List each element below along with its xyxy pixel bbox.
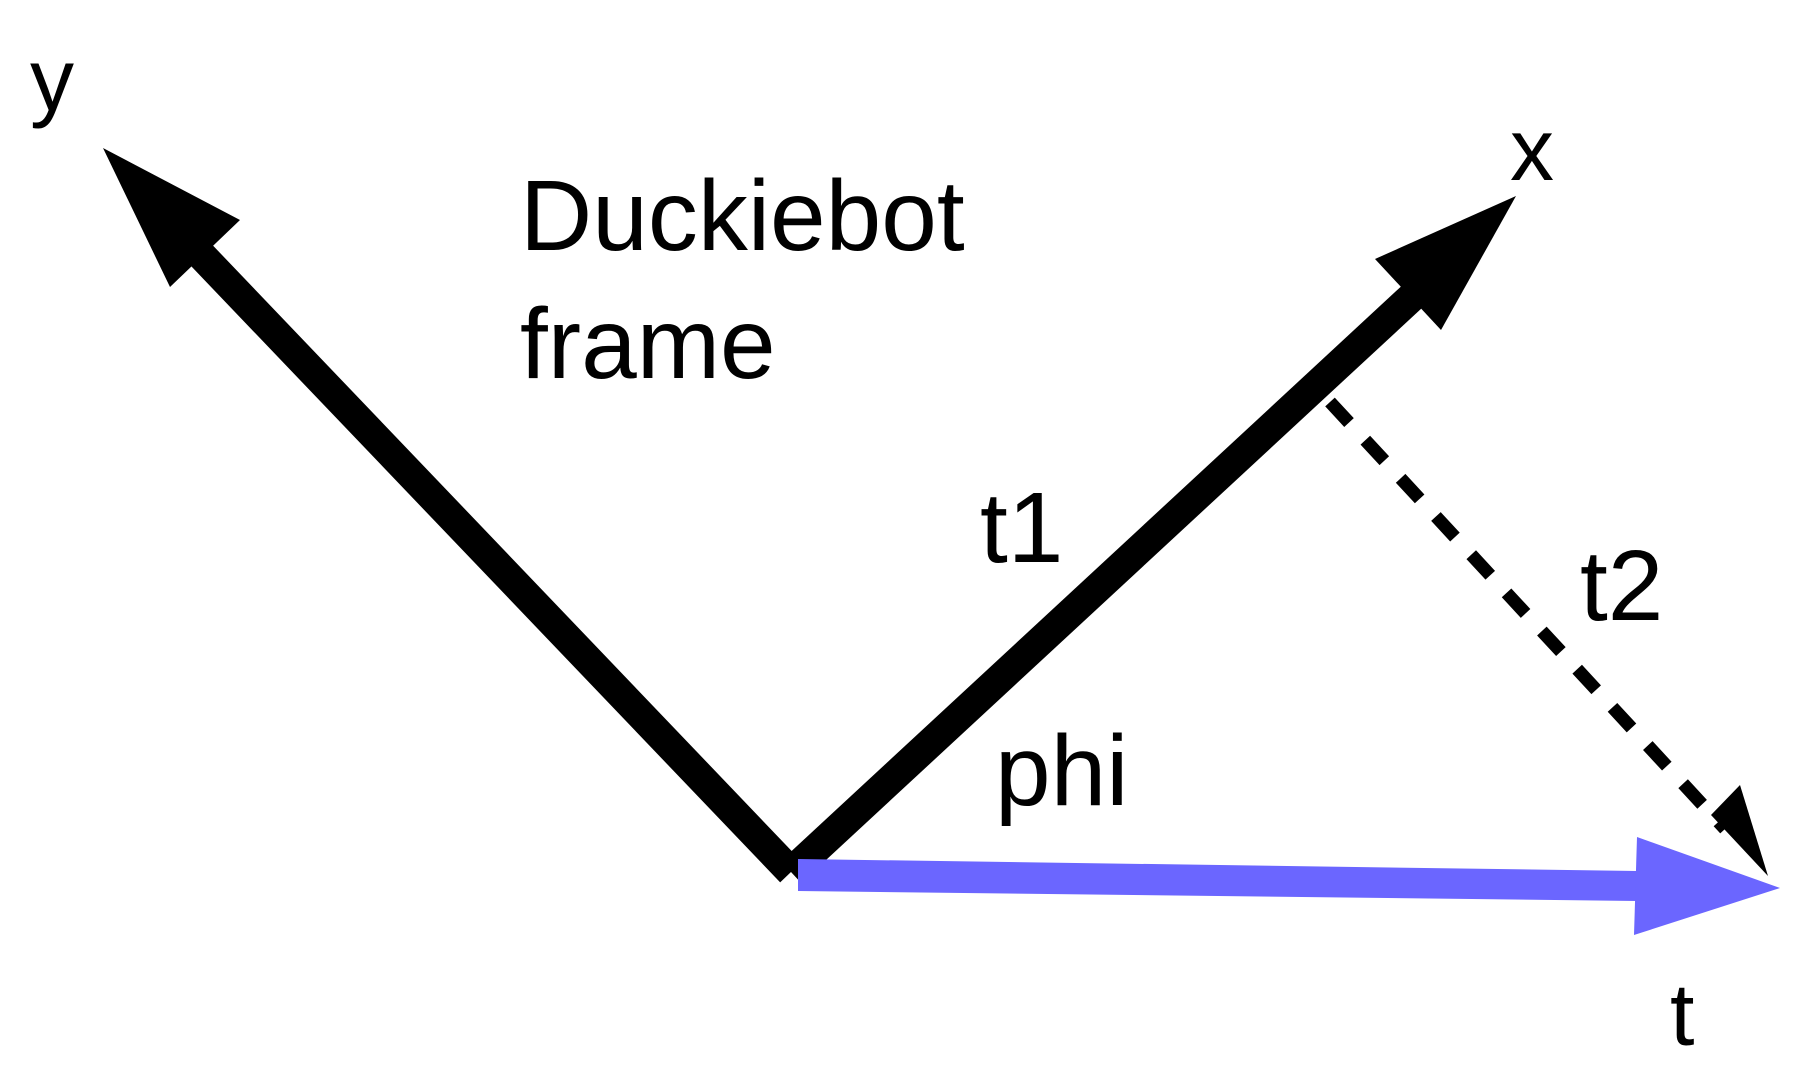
frame-title-line1: Duckiebot: [520, 160, 965, 272]
y-axis-label: y: [30, 30, 74, 129]
t2-dotted-shaft: [1325, 397, 1730, 834]
phi-label: phi: [995, 715, 1128, 827]
t1-label: t1: [980, 472, 1063, 584]
t2-label: t2: [1580, 530, 1663, 642]
y-axis-arrow: [103, 148, 802, 883]
t2-dotted-arrow: [1325, 397, 1768, 876]
t-axis-label: t: [1670, 965, 1694, 1064]
frame-title-line2: frame: [520, 288, 776, 400]
y-axis-arrowhead: [103, 148, 240, 287]
t-vector-shaft: [798, 859, 1637, 901]
t-vector-arrowhead: [1634, 837, 1780, 935]
t-vector-arrow: [798, 837, 1780, 935]
y-axis-shaft: [174, 227, 802, 883]
x-axis-arrowhead: [1375, 196, 1516, 330]
x-axis-arrow: [780, 196, 1516, 884]
x-axis-shaft: [780, 282, 1426, 884]
x-axis-label: x: [1510, 100, 1554, 199]
t2-arrowhead: [1711, 785, 1768, 876]
